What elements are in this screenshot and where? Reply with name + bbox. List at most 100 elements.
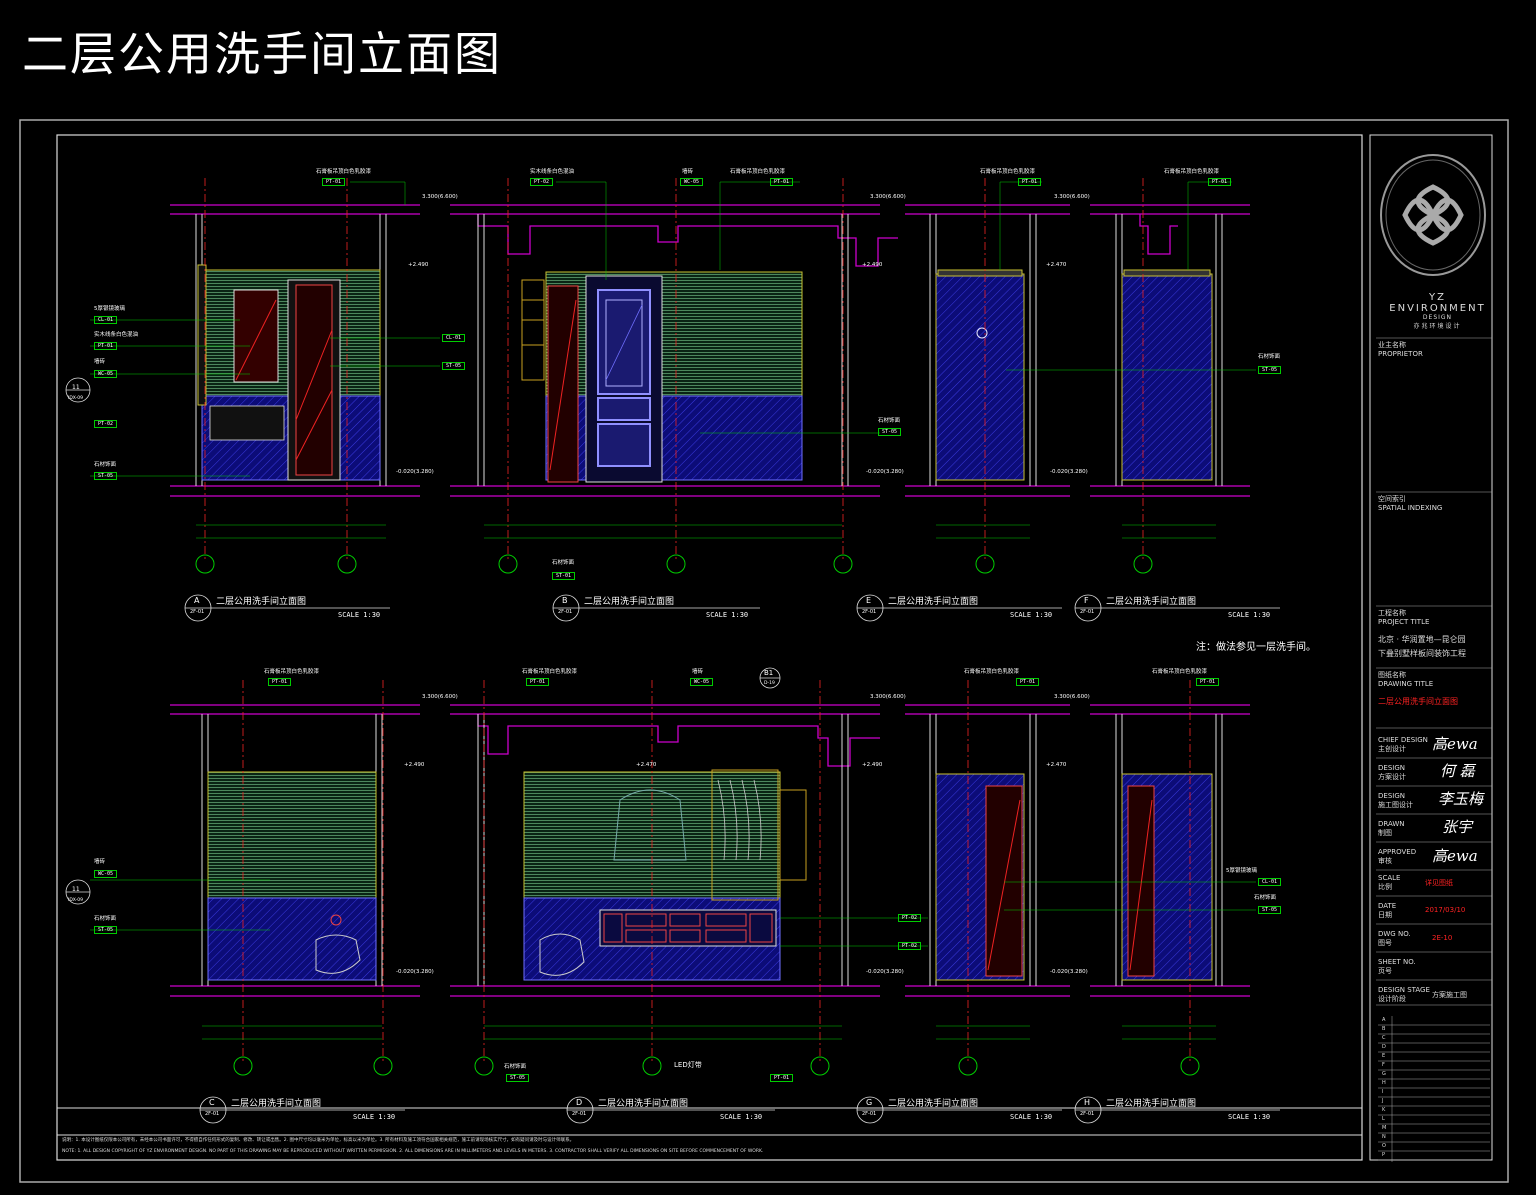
footnote-en: NOTE: 1. ALL DESIGN COPYRIGHT OF YZ ENVI… [62, 1149, 764, 1154]
tb-date-val: 2017/03/10 [1425, 906, 1466, 914]
view-title: 二层公用洗手间立面图 [584, 597, 675, 607]
logo-sub-cn: 亦兆环境设计 [1413, 323, 1462, 330]
tag-p1-d2: PT-01 [770, 1074, 794, 1082]
tag-p1-d: PT-01 [526, 678, 550, 686]
elevation-a [197, 264, 381, 481]
tb-approved-cn: 审核 [1378, 857, 1392, 865]
tb-scale-cn: 比例 [1378, 883, 1392, 891]
revision-row: B [1382, 1026, 1386, 1032]
lvl-floor-c: -0.020(3.280) [396, 969, 434, 975]
index-bubble-top: 11 [72, 384, 80, 391]
tb-dwg-label: DWG NO. [1378, 930, 1411, 938]
tb-sheet-label: SHEET NO. [1378, 958, 1416, 966]
lvl-249-d: +2.490 [862, 762, 883, 768]
lvl-249-c: +2.490 [404, 762, 425, 768]
tag-wc05-a: WC-05 [94, 370, 118, 378]
index-ref-top: IDX-09 [68, 396, 84, 401]
lvl-top-g: 3.300(6.600) [1054, 694, 1090, 700]
lvl-floor-b: -0.020(3.280) [866, 469, 904, 475]
view-ref: 2F-01 [572, 1111, 587, 1117]
tag-p2-d: PT-02 [898, 914, 922, 922]
elevation-c [207, 771, 377, 981]
tag-p1-a: PT-01 [322, 178, 346, 186]
view-ref: 2F-01 [1080, 609, 1095, 615]
footnote-cn: 说明：1. 本设计图纸仅限本公司所有，未经本公司书面许可，不得擅自作任何形式的复… [62, 1138, 575, 1143]
tb-design-cn: 方案设计 [1378, 773, 1406, 781]
revision-row: N [1382, 1134, 1386, 1140]
view-scale: SCALE 1:30 [338, 611, 381, 619]
view-letter: F [1084, 596, 1089, 605]
revision-row: I [1382, 1089, 1384, 1095]
tag-st05-c: ST-05 [94, 926, 118, 934]
tb-chief-cn: 主创设计 [1378, 745, 1406, 753]
lvl-top-a: 3.300(6.600) [422, 194, 458, 200]
ann-ceiling-b: 石膏板吊顶白色乳胶漆 [730, 169, 786, 175]
revision-row: L [1382, 1116, 1385, 1122]
tb-stage-cn: 设计阶段 [1378, 995, 1406, 1003]
index-bubble-bottom: 11 [72, 886, 80, 893]
tb-project-name2: 下叠别墅样板间装饰工程 [1378, 649, 1466, 658]
ann-tile-a: 墙砖 [94, 359, 106, 365]
tag-p1-g: PT-01 [1016, 678, 1040, 686]
revision-row: H [1382, 1080, 1386, 1086]
tag-st05-b: ST-05 [878, 428, 902, 436]
ann-ceiling-a: 石膏板吊顶白色乳胶漆 [316, 169, 372, 175]
ann-tile-d: 墙砖 [692, 669, 704, 675]
revision-row: A [1382, 1017, 1386, 1023]
elevation-h [1121, 773, 1213, 981]
revision-row: E [1382, 1053, 1386, 1059]
tag-cl01-h: CL-01 [1258, 878, 1282, 886]
tb-drawn-label: DRAWN [1378, 820, 1405, 828]
ann-ceiling-d: 石膏板吊顶白色乳胶漆 [522, 669, 578, 675]
tb-project: PROJECT TITLE [1378, 618, 1430, 626]
elevation-b [521, 271, 803, 483]
lvl-floor-e: -0.020(3.280) [1050, 469, 1088, 475]
lvl-top-b: 3.300(6.600) [870, 194, 906, 200]
tag-st05-f: ST-05 [1258, 366, 1282, 374]
view-scale: SCALE 1:30 [353, 1113, 396, 1121]
tb-dwg-cn: 图号 [1378, 939, 1392, 947]
ann-stone-d: 石材饰面 [504, 1064, 527, 1070]
logo-brand-text: YZ ENVIRONMENT [1389, 292, 1486, 314]
revision-row: M [1382, 1125, 1387, 1131]
tag-st05-h: ST-05 [1258, 906, 1282, 914]
tb-date-cn: 日期 [1378, 911, 1392, 919]
lvl-247-g: +2.470 [1046, 762, 1067, 768]
view-scale: SCALE 1:30 [720, 1113, 763, 1121]
tag-st05-d: ST-05 [506, 1074, 530, 1082]
ann-tile-b: 墙砖 [682, 169, 694, 175]
tag-p1-c: PT-01 [268, 678, 292, 686]
tag-wc05-c: WC-05 [94, 870, 118, 878]
tag-p1-h: PT-01 [1196, 678, 1220, 686]
tb-design-label: DESIGN [1378, 764, 1405, 772]
ann-ceiling-g: 石膏板吊顶白色乳胶漆 [964, 669, 1020, 675]
sig-design: 何 磊 [1440, 762, 1475, 780]
view-ref: 2F-01 [558, 609, 573, 615]
ceiling-lines-bottom [170, 704, 1250, 997]
ann-stone-h: 石材饰面 [1254, 895, 1277, 901]
logo-sub: DESIGN [1422, 314, 1453, 321]
tb-drawn-cn: 制图 [1378, 829, 1392, 837]
view-title: 二层公用洗手间立面图 [888, 597, 979, 607]
tag-p2-d2: PT-02 [898, 942, 922, 950]
tag-p1-e: PT-01 [1018, 178, 1042, 186]
tb-chief-label: CHIEF DESIGN [1378, 736, 1428, 744]
general-note: 注：做法参见一层洗手间。 [1196, 642, 1316, 653]
detail-ref-b1: D-19 [764, 681, 775, 686]
tag-p1-f: PT-01 [1208, 178, 1232, 186]
lvl-floor-g: -0.020(3.280) [1050, 969, 1088, 975]
sig-approved: 高ewa [1432, 847, 1478, 865]
tag-wc05-d: WC-05 [690, 678, 714, 686]
ann-ceiling-f: 石膏板吊顶白色乳胶漆 [1164, 169, 1220, 175]
view-letter: H [1084, 1098, 1091, 1107]
view-scale: SCALE 1:30 [1010, 611, 1053, 619]
lvl-top-e: 3.300(6.600) [1054, 194, 1090, 200]
view-letter: D [576, 1098, 583, 1107]
tag-wc05-b: WC-05 [680, 178, 704, 186]
tb-project-name1: 北京 · 华润置地—昆仑园 [1378, 635, 1466, 644]
elevation-f [1121, 269, 1213, 481]
tb-stage-label: DESIGN STAGE [1378, 986, 1430, 994]
ann-ceiling-h: 石膏板吊顶白色乳胶漆 [1152, 669, 1208, 675]
tb-dwg-val: 2E-10 [1432, 934, 1453, 942]
